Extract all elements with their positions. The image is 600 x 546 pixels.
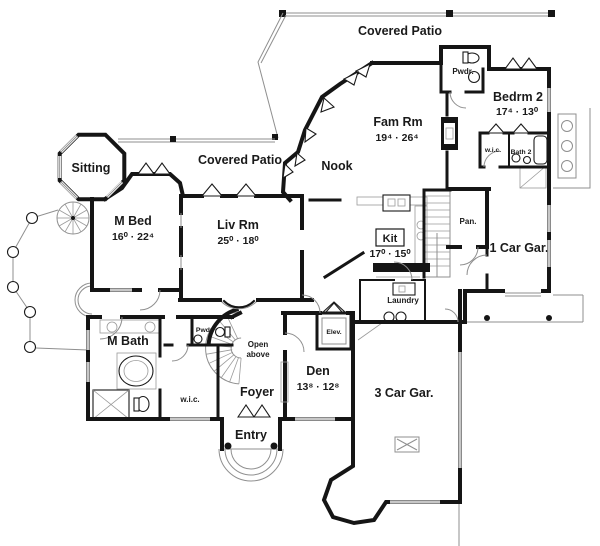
room-dims-fam-rm: 19⁴ · 26⁴ — [375, 132, 418, 144]
room-label-den: Den — [306, 364, 330, 378]
kit-label-box — [375, 228, 405, 247]
walls-exterior — [86, 45, 551, 526]
room-labels: Covered Patio Covered Patio Sitting M Be… — [72, 24, 549, 442]
mbath-fixtures — [92, 319, 161, 420]
room-dims-den: 13⁸ · 12⁸ — [297, 381, 340, 393]
kitchen-fixtures — [356, 194, 430, 278]
room-label-liv-rm: Liv Rm — [217, 218, 259, 232]
room-label-sitting: Sitting — [72, 161, 111, 175]
room-label-covered-patio-top: Covered Patio — [358, 24, 442, 38]
room-label-laundry: Laundry — [387, 296, 419, 305]
room-dims-bedrm2: 17⁴ · 13⁰ — [496, 106, 539, 118]
room-label-bedrm2: Bedrm 2 — [493, 90, 543, 104]
room-label-covered-patio-mid: Covered Patio — [198, 153, 282, 167]
room-label-m-bath: M Bath — [107, 334, 149, 348]
door-window-triangles — [136, 57, 539, 418]
room-label-wic-lower: w.i.c. — [179, 395, 199, 404]
room-label-foyer: Foyer — [240, 385, 274, 399]
foyer-niche — [280, 361, 289, 403]
room-label-pwdr-top: Pwdr. — [452, 67, 473, 76]
entry-porch-steps — [218, 442, 284, 482]
room-label-bath2: Bath 2 — [511, 149, 532, 156]
walls-interior — [57, 61, 551, 421]
room-label-elev: Elev. — [326, 329, 341, 336]
room-dims-m-bed: 16⁰ · 22⁴ — [112, 231, 154, 243]
room-label-open-above-1: Open — [248, 340, 269, 349]
window-overlays — [86, 88, 551, 504]
room-label-kit: Kit — [383, 233, 398, 245]
pwdr-top-fixtures — [462, 51, 481, 84]
spiral-stair-icon — [56, 201, 90, 235]
room-label-pan: Pan. — [460, 217, 477, 226]
room-dims-kit: 17⁰ · 15⁰ — [369, 248, 411, 260]
room-label-3-car-gar: 3 Car Gar. — [374, 386, 433, 400]
room-label-entry: Entry — [235, 428, 267, 442]
room-label-pwdr-lower: Pwdr. — [196, 327, 214, 334]
room-label-open-above-2: above — [246, 350, 270, 359]
liv-rm-bow-window — [219, 299, 259, 310]
room-label-wic-upper: w.i.c. — [484, 147, 501, 154]
door-swing-arcs — [99, 91, 501, 362]
pwdr-lower-fixtures — [193, 326, 231, 344]
room-label-fam-rm: Fam Rm — [373, 115, 422, 129]
room-label-m-bed: M Bed — [114, 214, 152, 228]
room-dims-liv-rm: 25⁰ · 18⁰ — [217, 235, 259, 247]
room-label-nook: Nook — [321, 159, 352, 173]
room-label-1-car-gar: 1 Car Gar. — [489, 241, 548, 255]
garage-door-icon — [394, 292, 541, 453]
patio-and-site-lines — [6, 10, 591, 546]
fam-rm-media-wall — [441, 117, 458, 150]
